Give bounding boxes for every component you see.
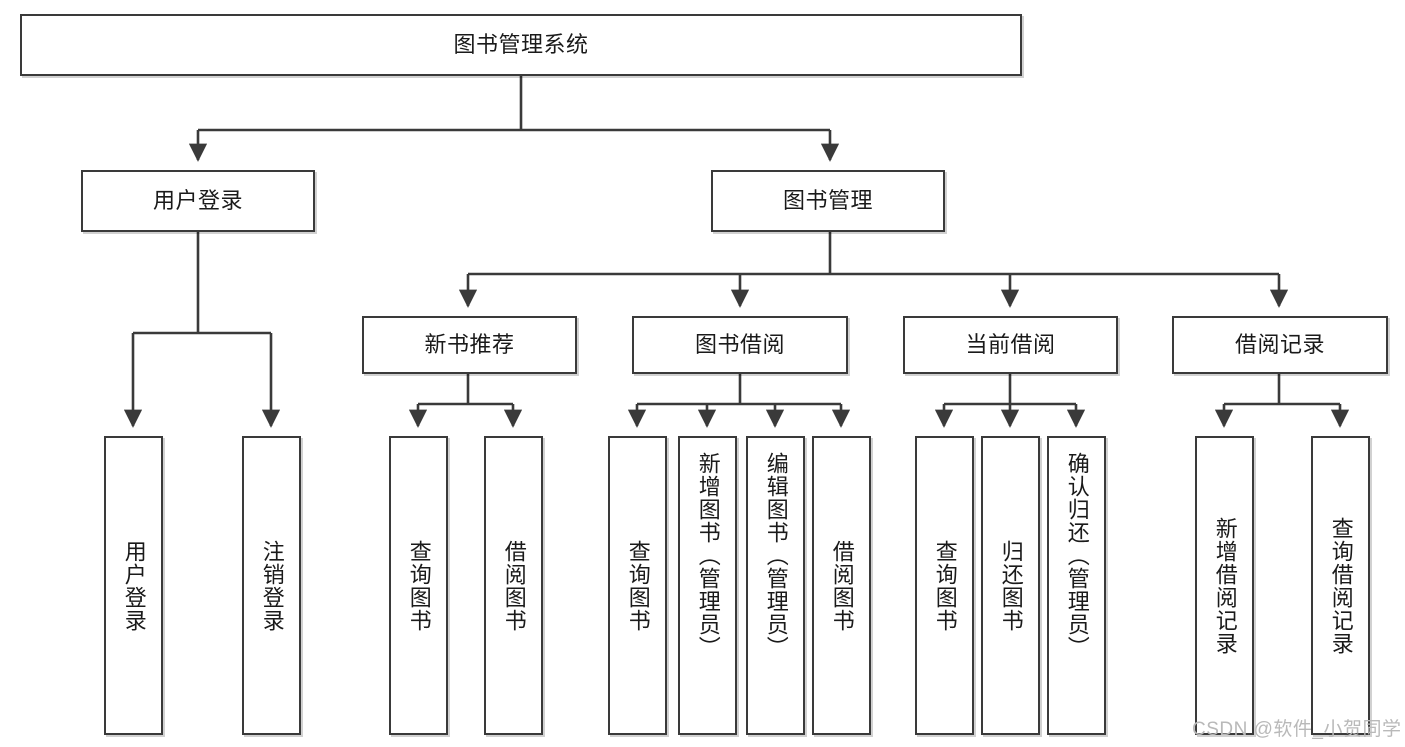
node-label: 查询图书: [625, 539, 651, 632]
node-leaf-query-books-borrow[interactable]: 查询图书: [608, 436, 667, 735]
node-label: 图书管理: [782, 188, 873, 214]
node-label: 查询图书: [406, 539, 432, 632]
node-leaf-edit-book-admin[interactable]: 编辑图书（管理员）: [746, 436, 805, 735]
node-label: 当前借阅: [965, 332, 1056, 358]
node-leaf-add-book-admin[interactable]: 新增图书（管理员）: [678, 436, 737, 735]
node-label: 用户登录: [152, 188, 243, 214]
node-label: 图书管理系统: [453, 32, 589, 58]
node-leaf-borrow-books-borrow[interactable]: 借阅图书: [812, 436, 871, 735]
node-label: 借阅记录: [1234, 332, 1325, 358]
node-label: 图书借阅: [694, 332, 785, 358]
node-label: 编辑图书（管理员）: [763, 452, 789, 659]
node-book-management[interactable]: 图书管理: [711, 170, 945, 232]
node-leaf-query-books-current[interactable]: 查询图书: [915, 436, 974, 735]
node-label: 新增图书（管理员）: [695, 452, 721, 659]
node-leaf-query-borrow-record[interactable]: 查询借阅记录: [1311, 436, 1370, 735]
node-book-borrow[interactable]: 图书借阅: [632, 316, 848, 374]
node-leaf-return-books[interactable]: 归还图书: [981, 436, 1040, 735]
node-current-borrow[interactable]: 当前借阅: [903, 316, 1118, 374]
node-label: 用户登录: [121, 539, 147, 632]
node-leaf-add-borrow-record[interactable]: 新增借阅记录: [1195, 436, 1254, 735]
node-leaf-borrow-books-recommend[interactable]: 借阅图书: [484, 436, 543, 735]
node-label: 归还图书: [998, 539, 1024, 632]
node-label: 新增借阅记录: [1212, 516, 1238, 655]
node-leaf-logout[interactable]: 注销登录: [242, 436, 301, 735]
node-root-book-management-system[interactable]: 图书管理系统: [20, 14, 1022, 76]
node-leaf-confirm-return-admin[interactable]: 确认归还（管理员）: [1047, 436, 1106, 735]
node-leaf-user-login[interactable]: 用户登录: [104, 436, 163, 735]
node-label: 借阅图书: [501, 539, 527, 632]
csdn-watermark: CSDN @软件_小贺同学: [1192, 719, 1402, 740]
node-label: 借阅图书: [829, 539, 855, 632]
node-borrow-record[interactable]: 借阅记录: [1172, 316, 1388, 374]
node-label: 查询借阅记录: [1328, 516, 1354, 655]
node-label: 新书推荐: [424, 332, 515, 358]
node-label: 注销登录: [259, 539, 285, 632]
node-label: 查询图书: [932, 539, 958, 632]
node-leaf-query-books-recommend[interactable]: 查询图书: [389, 436, 448, 735]
node-new-book-recommendation[interactable]: 新书推荐: [362, 316, 577, 374]
node-label: 确认归还（管理员）: [1064, 452, 1090, 659]
node-user-login[interactable]: 用户登录: [81, 170, 315, 232]
